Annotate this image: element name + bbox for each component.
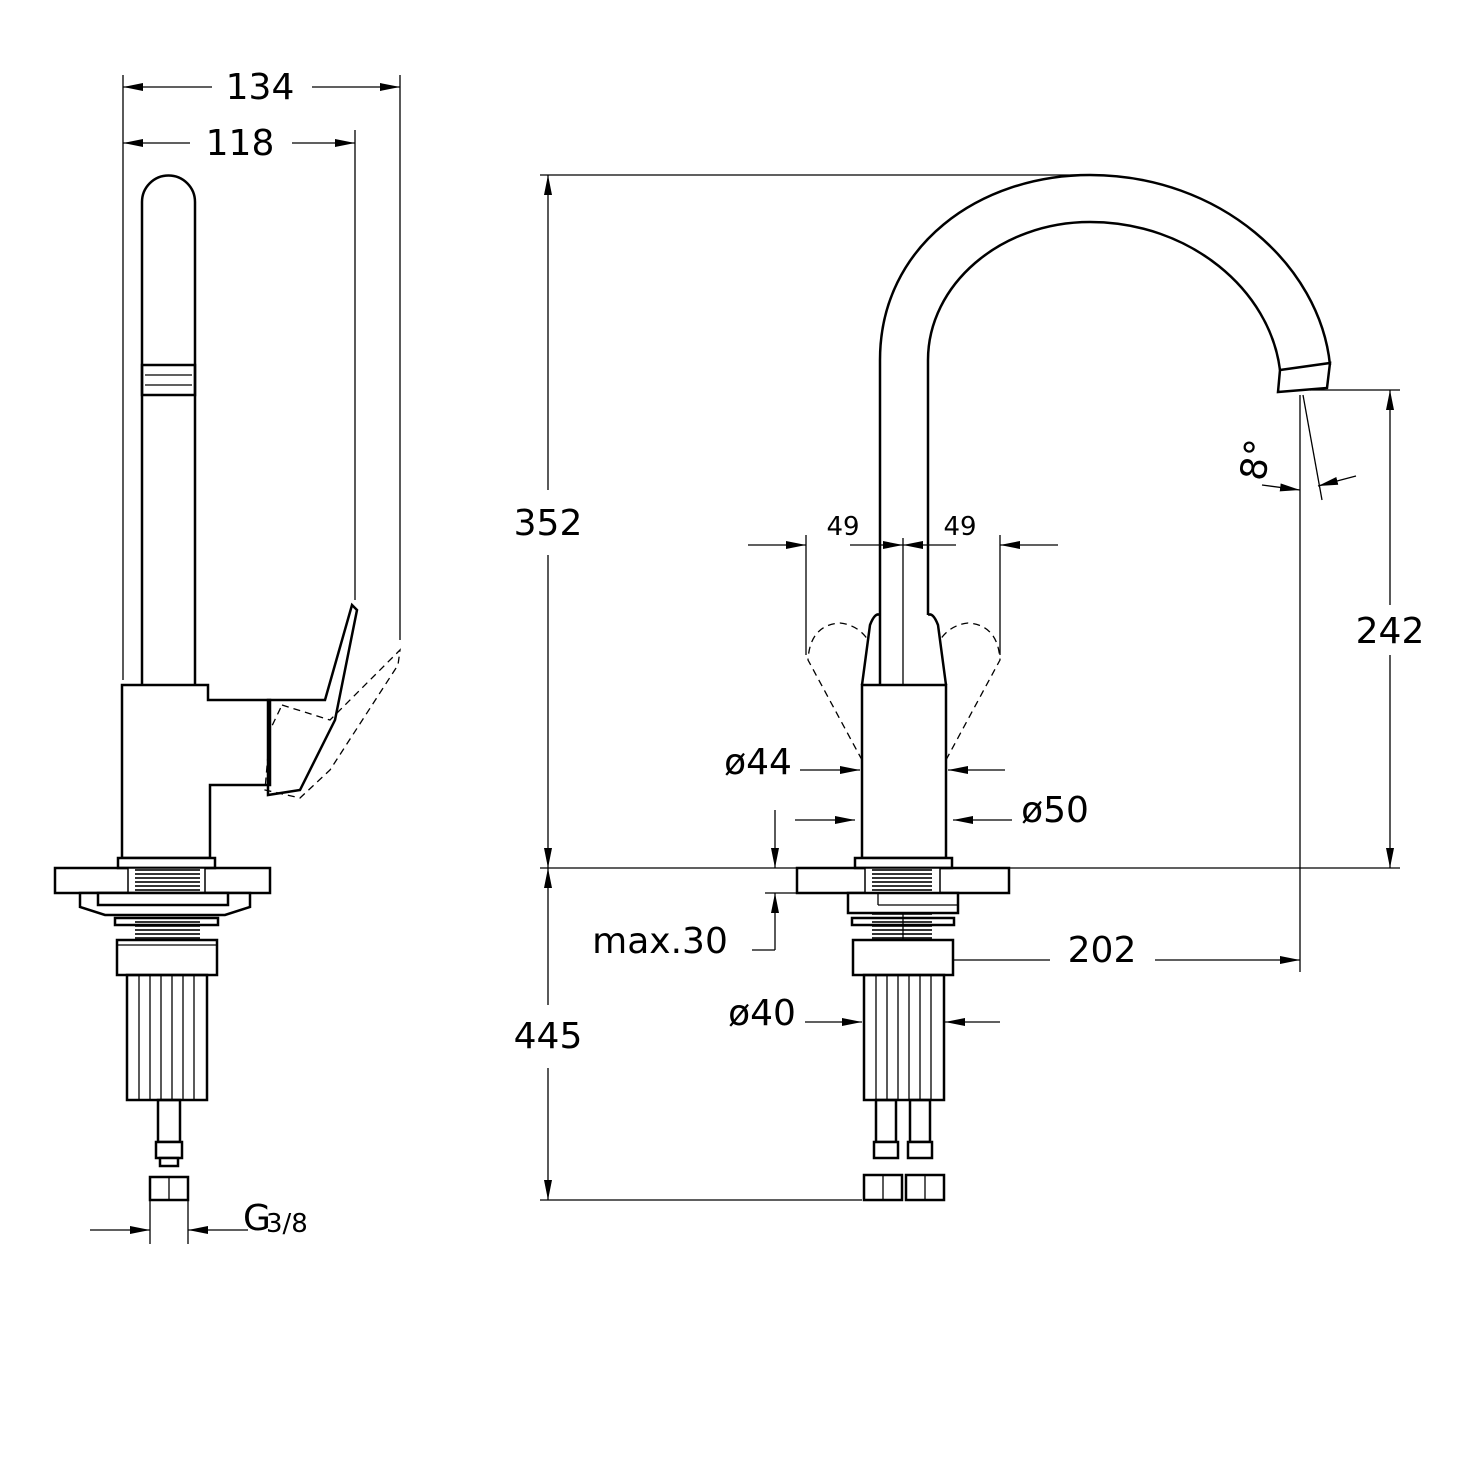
dim-dia50: ø50 — [795, 790, 1089, 831]
spout-side — [140, 174, 197, 685]
spout-front — [878, 173, 1332, 685]
dim-dia40-label: ø40 — [728, 993, 796, 1034]
dim-202-label: 202 — [1068, 930, 1137, 971]
dim-max30-label: max.30 — [592, 921, 728, 962]
front-view: 352 445 49 49 — [514, 173, 1425, 1202]
aerator-ring — [140, 363, 197, 397]
dim-max30: max.30 — [592, 810, 800, 962]
dim-dia44: ø44 — [724, 742, 1005, 783]
dim-352: 352 — [514, 175, 583, 868]
dim-134-label: 134 — [226, 67, 295, 108]
dim-134: 134 — [122, 67, 401, 680]
dim-49: 49 49 — [748, 512, 1058, 655]
side-view: 134 118 — [53, 67, 401, 1244]
fluted-shank-front — [862, 973, 946, 1102]
lever-ghost-left — [807, 622, 869, 761]
fluted-shank — [125, 973, 209, 1102]
dim-242-label: 242 — [1356, 611, 1425, 652]
dim-g38: G 3/8 — [90, 1198, 308, 1244]
dim-445: 445 — [514, 868, 583, 1200]
dim-352-label: 352 — [514, 503, 583, 544]
dim-frac-label: 3/8 — [266, 1209, 308, 1239]
lever-side — [266, 602, 359, 797]
dim-dia44-label: ø44 — [724, 742, 792, 783]
dim-445-label: 445 — [514, 1016, 583, 1057]
mounting-nut-front — [851, 938, 955, 977]
body-front — [860, 683, 948, 860]
dim-g-label: G — [243, 1198, 271, 1239]
dim-202: 202 — [903, 395, 1301, 972]
dim-49-right-label: 49 — [943, 512, 976, 542]
dim-118-label: 118 — [206, 123, 275, 164]
body-side — [120, 683, 272, 860]
dim-angle-8: 8° — [1233, 394, 1357, 501]
dim-dia40: ø40 — [728, 993, 1000, 1034]
dim-118: 118 — [123, 123, 356, 600]
dim-dia50-label: ø50 — [1021, 790, 1089, 831]
dim-242: 242 — [1356, 390, 1425, 868]
dim-49-left-label: 49 — [826, 512, 859, 542]
aerator-front — [1276, 361, 1332, 394]
dim-angle-label: 8° — [1233, 436, 1280, 483]
hose — [156, 1098, 182, 1144]
lever-ghost — [264, 648, 401, 799]
lever-ghost-right — [939, 622, 1001, 761]
mounting-nut — [115, 938, 219, 977]
